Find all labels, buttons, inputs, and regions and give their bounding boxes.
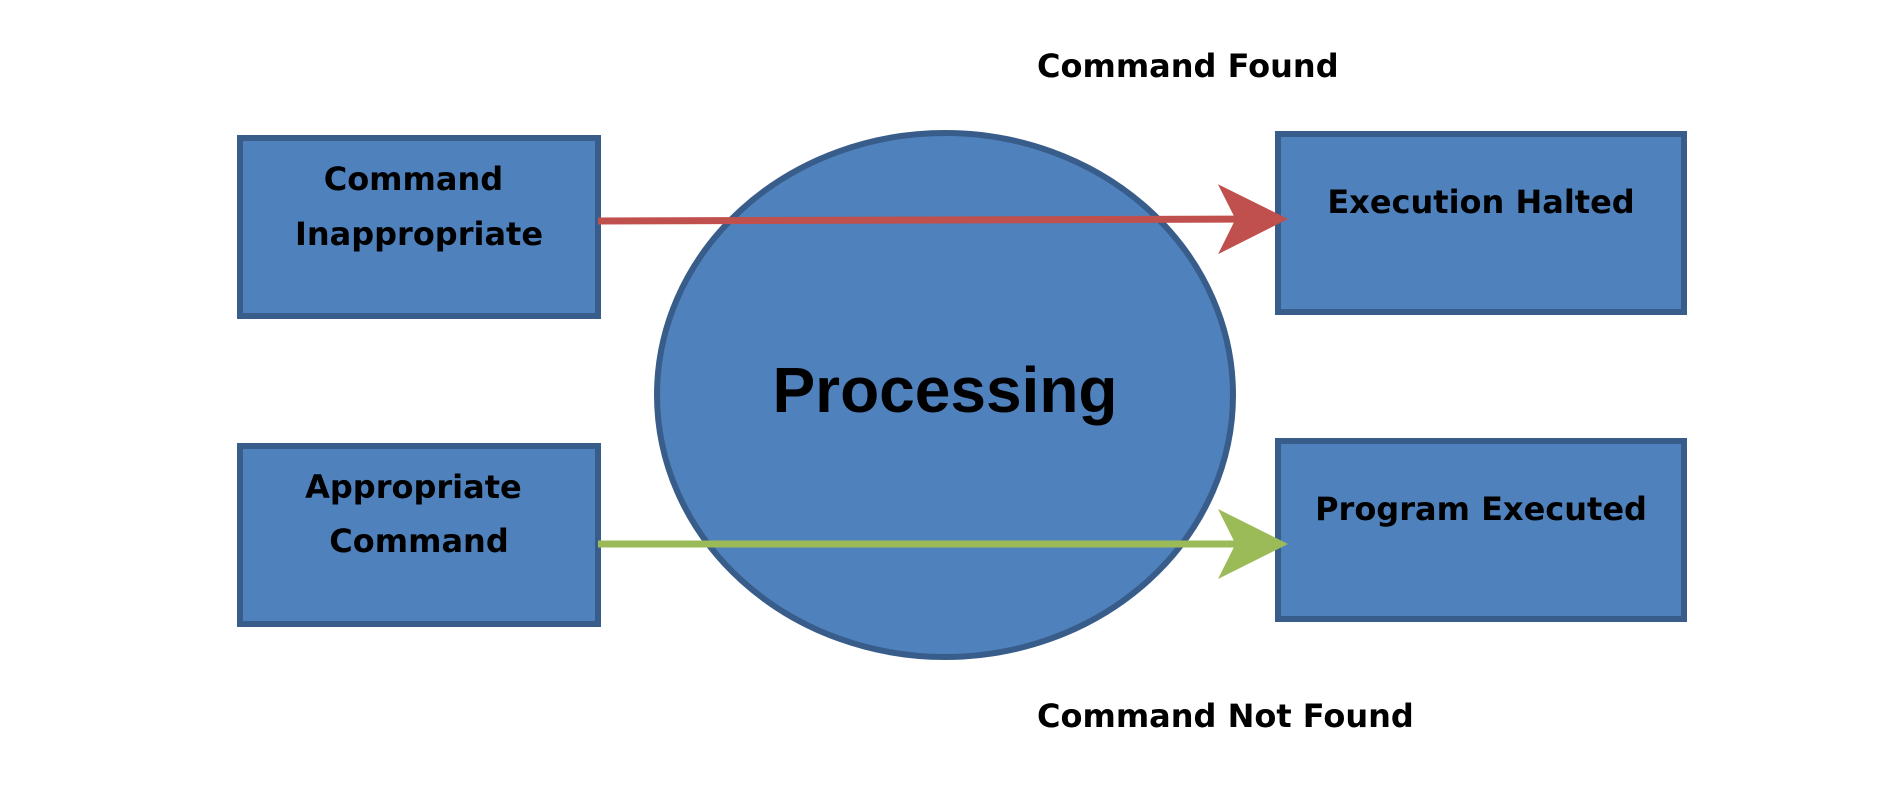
output-box-program-executed-label: Program Executed [1315,490,1647,528]
output-box-program-executed [1275,438,1687,622]
input-box-appropriate-command-label: Appropriate Command [305,468,533,560]
input-box-command-inappropriate-label: Command Inappropriate [295,160,543,253]
processing-label: Processing [772,354,1117,426]
output-box-execution-halted-label: Execution Halted [1327,183,1634,221]
output-box-execution-halted [1275,131,1687,315]
input-box-appropriate-command [237,443,601,627]
annotation-command-found: Command Found [1037,47,1339,85]
input-bottom-line1: Appropriate [305,468,522,506]
annotation-command-not-found: Command Not Found [1037,697,1414,735]
processing-ellipse [654,130,1236,660]
input-top-line2: Inappropriate [295,215,543,253]
input-top-line1: Command [324,160,503,198]
input-bottom-line2: Command [329,522,508,560]
arrow-top [597,184,1288,255]
input-box-command-inappropriate [237,135,601,319]
